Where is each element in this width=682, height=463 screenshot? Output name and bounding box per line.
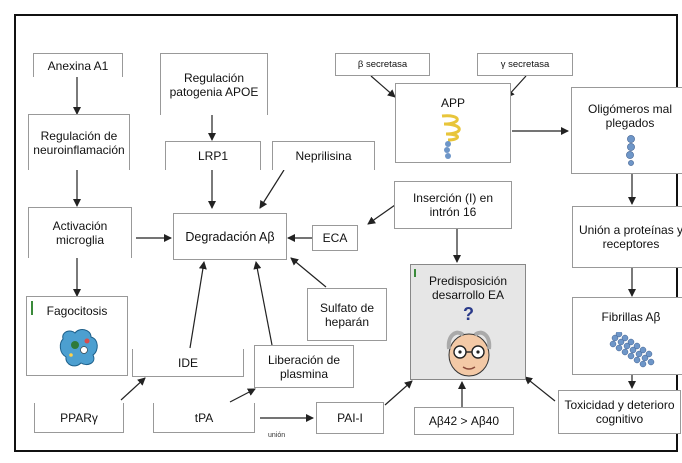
arrow-insercion-eca (367, 204, 396, 225)
node-sulfato: Sulfato de heparán (307, 288, 387, 341)
node-insercion: Inserción (I) en intrón 16 (394, 181, 512, 229)
arrow-sulfato-degradacion (290, 257, 327, 288)
node-activacion-microglia: Activación microglia (28, 207, 132, 258)
microglia-cell-icon (59, 329, 98, 367)
node-pai: PAI-I (316, 402, 384, 434)
question-mark-icon: ? (463, 304, 474, 324)
oligomeros-label: Oligómeros mal plegados (587, 102, 673, 130)
node-oligomeros: Oligómeros mal plegados (571, 87, 682, 174)
node-ratio: Aβ42 > Aβ40 (414, 407, 514, 435)
node-liberacion-plasmina: Liberación de plasmina (254, 345, 354, 388)
node-regulacion-apoe: Regulación patogenia APOE (160, 53, 268, 115)
node-union-proteinas: Unión a proteínas y receptores (572, 206, 682, 268)
predisposicion-label: Predisposición desarrollo EA (428, 274, 508, 302)
fibril-icon (609, 332, 655, 368)
arrow-tpa-plasmina (229, 388, 256, 403)
node-neprilisina: Neprilisina (272, 141, 375, 170)
union-connector-label: unión (268, 432, 286, 439)
node-beta-secretasa: β secretasa (335, 53, 430, 76)
app-protein-icon (441, 114, 461, 159)
arrow-beta-app (370, 75, 396, 98)
arrow-ppar-ide (120, 377, 146, 401)
arrow-toxicidad-predisposicion (524, 376, 556, 402)
up-indicator-icon (31, 301, 33, 315)
node-degradacion: Degradación Aβ (173, 213, 287, 260)
oligomer-chain-icon (626, 135, 635, 166)
node-tpa: tPA (153, 403, 255, 433)
up-indicator-icon (414, 269, 416, 277)
elderly-person-icon (446, 330, 492, 377)
node-fibrillas: Fibrillas Aβ (572, 297, 682, 375)
arrow-pai-predisposicion (384, 380, 413, 406)
arrow-ide-degradacion (189, 261, 207, 349)
node-ide: IDE (132, 349, 244, 377)
node-ppar: PPARγ (34, 403, 124, 433)
arrow-neprilisina-degradacion (259, 169, 285, 209)
app-label: APP (440, 96, 465, 110)
node-regulacion-neuroinflamacion: Regulación de neuroinflamación (28, 114, 130, 170)
node-lrp1: LRP1 (165, 141, 261, 170)
node-fagocitosis: Fagocitosis (26, 296, 128, 376)
arrow-plasmina-degradacion (253, 261, 273, 346)
node-gamma-secretasa: γ secretasa (477, 53, 573, 76)
node-app: APP (395, 83, 511, 163)
node-toxicidad: Toxicidad y deterioro cognitivo (558, 390, 681, 434)
node-eca: ECA (312, 225, 358, 251)
fibrillas-label: Fibrillas Aβ (601, 310, 661, 324)
node-anexina: Anexina A1 (33, 53, 123, 77)
node-predisposicion: Predisposición desarrollo EA ? (410, 264, 526, 380)
fagocitosis-label: Fagocitosis (46, 304, 108, 318)
